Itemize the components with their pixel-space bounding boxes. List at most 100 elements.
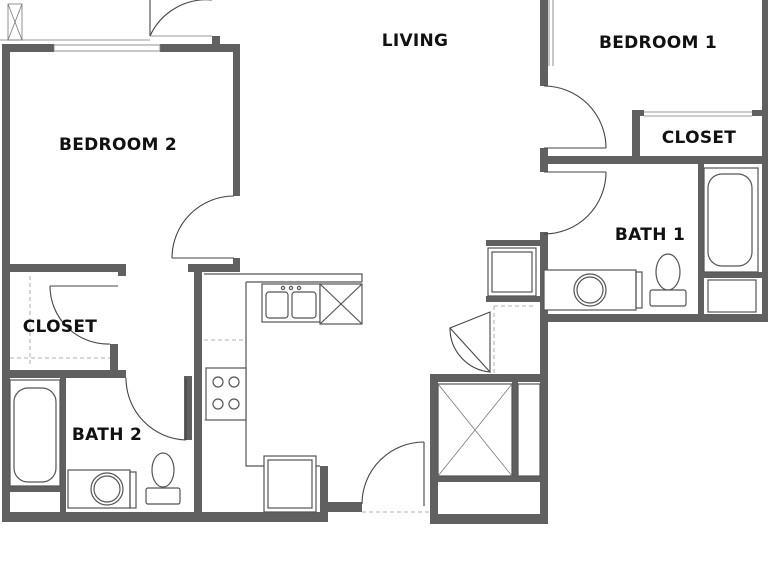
bath1-south-wall (544, 314, 768, 322)
bath1-tub-partition (698, 164, 704, 318)
bath2-sink-inner (93, 475, 121, 503)
kitchen-counter-top (204, 273, 363, 282)
closet2-north-wall (2, 264, 126, 272)
bath2-tub-ledge (2, 486, 60, 492)
windows (0, 0, 752, 117)
range (205, 367, 247, 421)
entry-door-swing (149, 0, 212, 37)
room-labels: LIVING BEDROOM 1 BEDROOM 2 CLOSET CLOSET… (23, 31, 737, 445)
bath2-toilet-bowl (151, 452, 175, 488)
west-exterior-wall (2, 44, 10, 516)
pantry-south-wall (486, 296, 544, 302)
core-shelf (434, 476, 540, 482)
pantry-door-swing (449, 327, 491, 373)
kitchen (204, 273, 363, 513)
bath2-door-jamb (184, 376, 192, 440)
sink-bowl-left (265, 291, 289, 319)
hvac-closet (7, 3, 23, 41)
kitchen-north-wall-stub (188, 264, 238, 272)
mech-x-b (437, 383, 513, 477)
label-closet-2: CLOSET (23, 317, 98, 337)
bath2-door-swing (125, 377, 187, 441)
bath1-north-wall (540, 156, 768, 164)
label-living: LIVING (382, 31, 449, 51)
closet2-jamb-top (118, 264, 126, 276)
closet1-jamb (632, 110, 644, 116)
label-bedroom-1: BEDROOM 1 (599, 33, 717, 53)
entry-threshold-west (320, 502, 362, 512)
bath1-door-swing (543, 171, 607, 235)
bath1-tub-basin (707, 173, 753, 267)
bath1-tub (703, 167, 759, 273)
main-entry-door-swing (361, 441, 425, 505)
dishwasher-x-b (319, 283, 363, 325)
burner-2 (228, 376, 240, 388)
faucet-dot-c (296, 285, 302, 291)
burner-1 (212, 376, 224, 388)
bath1-toilet-bowl (655, 253, 681, 291)
hvac-x-b (7, 3, 23, 41)
pantry-unit (487, 247, 537, 297)
label-bath-2: BATH 2 (72, 425, 142, 445)
bath1-linen (707, 279, 757, 313)
bath2-fixtures (9, 379, 181, 509)
bedroom1-west-wall (540, 0, 548, 86)
bedroom2-east-wall (233, 44, 240, 196)
south-exterior-wall-east (430, 514, 548, 524)
burner-4 (228, 398, 240, 410)
closet2-south-wall (2, 370, 126, 378)
core-partition (512, 378, 518, 480)
bath1-toilet-tank (649, 289, 687, 307)
faucet-dot-b (288, 285, 294, 291)
east-exterior-wall (762, 0, 768, 322)
label-closet-1: CLOSET (662, 128, 737, 148)
mech-closet (437, 383, 513, 477)
bath1-sink-inner (576, 276, 604, 304)
mech-shelf (517, 383, 541, 477)
bath1-vanity (543, 269, 637, 311)
sink-bowl-right (291, 291, 317, 319)
refrigerator-inner (267, 459, 313, 509)
doors (49, 0, 607, 513)
entry-jamb (212, 36, 220, 48)
closet1-east-jamb (752, 110, 768, 116)
closet2-door-swing (49, 285, 111, 345)
pantry-door (449, 311, 491, 374)
south-exterior-wall-west (2, 512, 328, 522)
bath2-toilet-tank (145, 487, 181, 505)
core-east-wall (540, 232, 548, 524)
bath2-tub-partition (60, 376, 66, 516)
bath1-vanity-side (635, 271, 643, 309)
bath1-tub-ledge (700, 272, 768, 278)
bath1-fixtures (543, 167, 759, 313)
bedroom1-door-swing (543, 85, 607, 149)
core-north-wall (430, 374, 544, 382)
faucet-dot-a (280, 285, 286, 291)
refrigerator (263, 455, 317, 513)
pantry-unit-inner (491, 251, 533, 293)
kitchen-east-jamb (320, 466, 328, 522)
kitchen-west-wall (194, 264, 202, 522)
kitchen-sink (261, 283, 321, 323)
utility-core (437, 247, 541, 477)
core-west-wall (430, 374, 438, 524)
burner-3 (212, 398, 224, 410)
bedroom2-north-wall-b (160, 44, 240, 52)
pantry-north-wall (486, 240, 544, 246)
closet1-west-wall (632, 110, 640, 160)
bath2-sink-outer (90, 472, 124, 506)
label-bath-1: BATH 1 (615, 225, 685, 245)
walls (2, 0, 768, 524)
bedroom2-window (53, 44, 161, 52)
closet2-jamb-bottom (110, 344, 118, 374)
bedroom1-west-stub (540, 148, 548, 162)
bath2-tub-basin (13, 387, 57, 483)
label-bedroom-2: BEDROOM 2 (59, 135, 177, 155)
bath2-tub (9, 379, 61, 487)
bedroom2-door-swing (171, 195, 235, 259)
bath2-vanity-side (129, 471, 137, 509)
bath1-sink-outer (573, 273, 607, 307)
bedroom2-north-wall-a (2, 44, 54, 52)
